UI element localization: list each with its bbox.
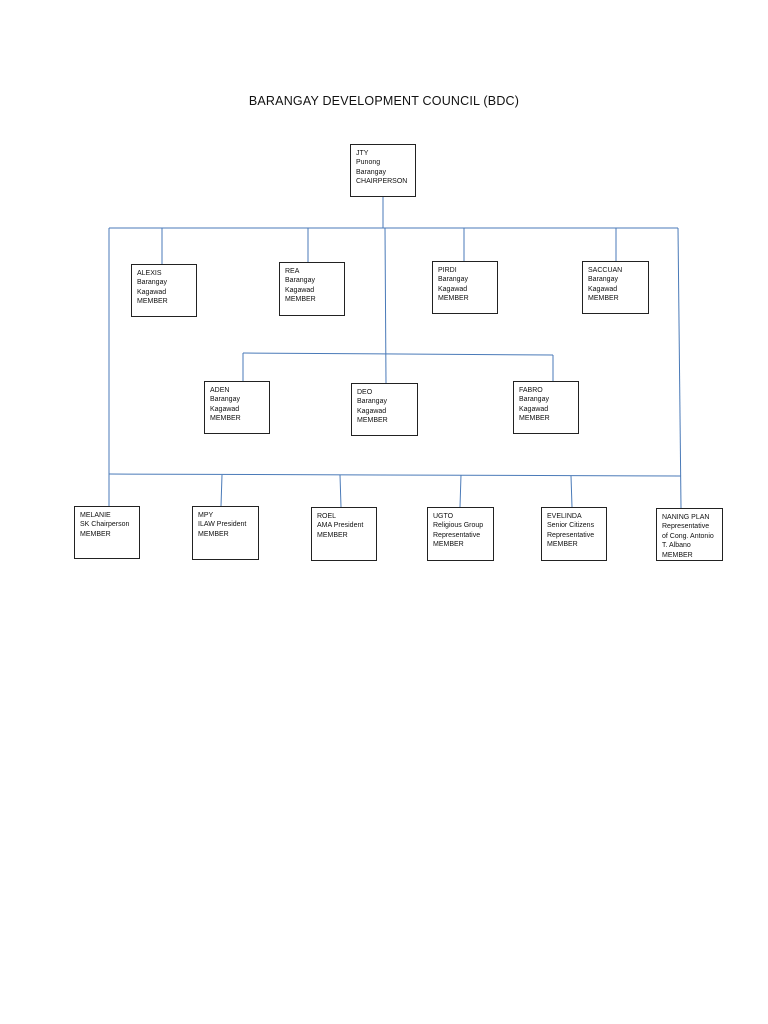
connector-line	[459, 474, 462, 508]
node-line: Barangay	[588, 276, 618, 284]
node-line: Religious Group	[433, 522, 484, 530]
node-line: MEMBER	[210, 415, 241, 423]
node-line: Kagawad	[137, 288, 167, 296]
node-name: DEO	[357, 389, 373, 396]
node-name: REA	[285, 268, 300, 275]
node-line: Representative	[662, 523, 710, 531]
node-line: MEMBER	[317, 531, 348, 539]
node-line: Kagawad	[357, 407, 387, 415]
node-line: MEMBER	[285, 296, 316, 304]
node-line: of Cong. Antonio	[662, 532, 714, 540]
node-line: Representative	[433, 531, 481, 539]
node-line: Kagawad	[285, 286, 315, 294]
node-line: Kagawad	[210, 405, 240, 413]
node-line: Representative	[547, 531, 595, 539]
node-line: Barangay	[356, 168, 386, 176]
connector-line	[242, 352, 554, 356]
node-line: SK Chairperson	[80, 521, 130, 529]
node-line: Kagawad	[588, 285, 618, 293]
node-name: SACCUAN	[588, 267, 623, 274]
node-line: MEMBER	[662, 551, 693, 559]
node-name: FABRO	[519, 387, 543, 394]
node-line: MEMBER	[198, 530, 229, 538]
node-line: Kagawad	[519, 405, 549, 413]
connector-line	[108, 473, 682, 477]
node-line: MEMBER	[547, 541, 578, 549]
connector-line	[220, 474, 223, 507]
node-name: EVELINDA	[547, 513, 582, 520]
node-line: Barangay	[357, 398, 387, 406]
connector-line	[339, 474, 342, 508]
node-line: ILAW President	[198, 521, 247, 529]
node-line: T. Albano	[662, 542, 691, 550]
node-line: MEMBER	[438, 295, 469, 303]
node-line: Barangay	[210, 396, 240, 404]
node-line: Barangay	[137, 279, 167, 287]
node-name: PIRDI	[438, 267, 457, 274]
node-line: Senior Citizens	[547, 522, 595, 530]
node-line: Barangay	[438, 276, 468, 284]
node-line: CHAIRPERSON	[356, 178, 408, 186]
node-name: ALEXIS	[137, 270, 162, 277]
node-line: MEMBER	[357, 417, 388, 425]
node-line: Barangay	[519, 396, 549, 404]
connector-line	[384, 227, 387, 384]
node-name: MELANIE	[80, 512, 111, 519]
node-line: MEMBER	[519, 415, 550, 423]
page-title: BARANGAY DEVELOPMENT COUNCIL (BDC)	[248, 94, 520, 108]
node-line: AMA President	[317, 522, 364, 530]
node-name: ADEN	[210, 387, 230, 394]
node-name: JTY	[356, 150, 369, 157]
connector-line	[677, 227, 682, 509]
node-name: NANING PLAN	[662, 514, 710, 521]
node-line: MEMBER	[137, 298, 168, 306]
node-line: MEMBER	[588, 295, 619, 303]
node-name: UGTO	[433, 513, 454, 520]
node-line: Kagawad	[438, 285, 468, 293]
node-name: ROEL	[317, 513, 337, 520]
node-line: MEMBER	[433, 541, 464, 549]
node-line: MEMBER	[80, 530, 111, 538]
connector-line	[570, 475, 573, 508]
node-line: Punong	[356, 159, 381, 167]
node-name: MPY	[198, 512, 214, 519]
node-line: Barangay	[285, 277, 315, 285]
